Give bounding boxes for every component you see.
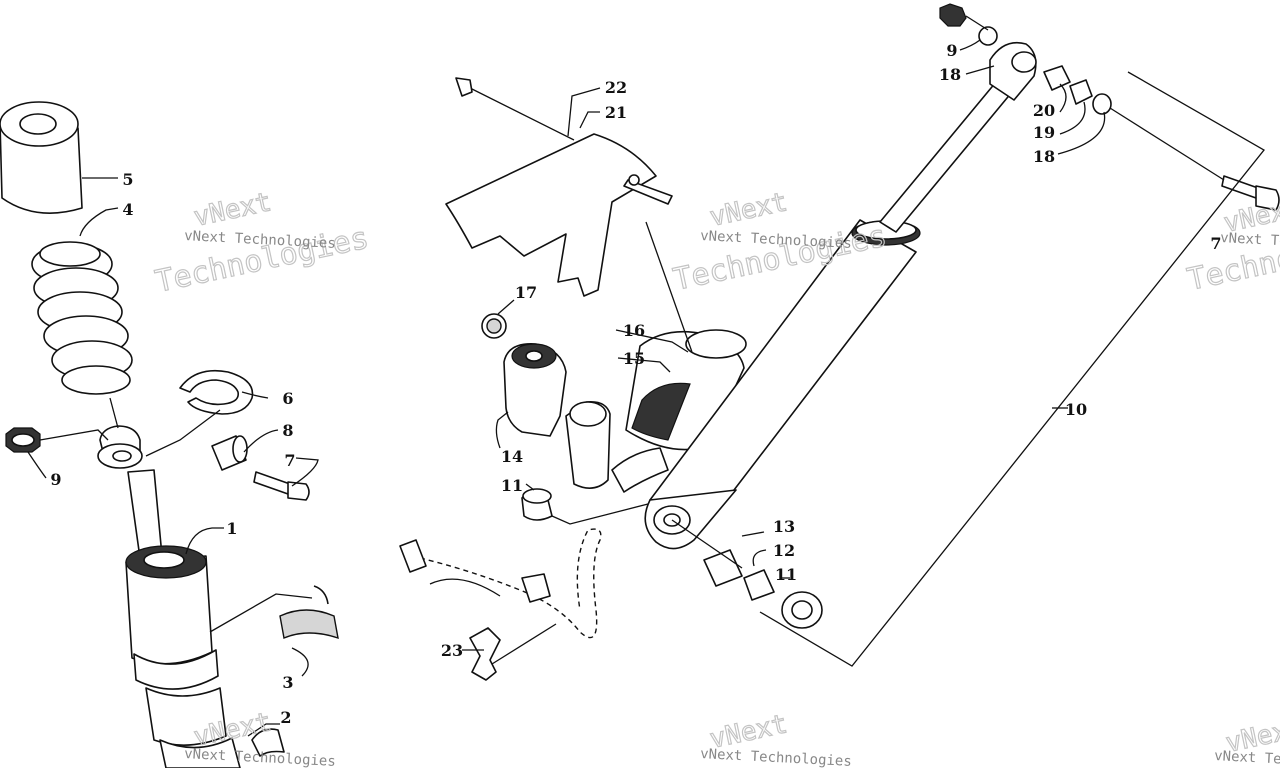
watermark-5: vNext vNext Technologies bbox=[700, 709, 852, 768]
callout-labels: 1 2 3 4 5 6 7 7 8 9 9 10 11 11 12 13 14 … bbox=[50, 41, 1221, 727]
callout-16: 16 bbox=[623, 321, 645, 340]
callout-11-middle: 11 bbox=[501, 476, 523, 495]
upper-eye-part-10 bbox=[989, 41, 1037, 101]
cable-part-22 bbox=[455, 77, 575, 141]
leader-lines-middle bbox=[462, 15, 1225, 665]
callout-13: 13 bbox=[773, 517, 795, 536]
reservoir-clamp-part-14 bbox=[503, 343, 611, 489]
callout-14: 14 bbox=[501, 447, 523, 466]
bushing-part-11-right bbox=[781, 591, 823, 629]
callout-7-right: 7 bbox=[1210, 234, 1221, 253]
bracket-part-23 bbox=[469, 627, 501, 681]
preload-ring-part-2 bbox=[251, 728, 285, 757]
callout-3: 3 bbox=[282, 673, 293, 692]
leader-lines-left bbox=[27, 177, 319, 737]
spring-retainer-part-6 bbox=[179, 369, 254, 415]
callout-7-left: 7 bbox=[284, 451, 295, 470]
bushing-part-12 bbox=[743, 569, 775, 601]
callout-10: 10 bbox=[1065, 400, 1087, 419]
boot-part-5 bbox=[0, 101, 83, 214]
watermark-text: vNext Technologies bbox=[184, 746, 336, 768]
bolt-part-7-left bbox=[253, 471, 310, 501]
watermark-text: vNext Technologies bbox=[700, 746, 852, 768]
callout-12: 12 bbox=[773, 541, 795, 560]
callout-21: 21 bbox=[605, 103, 627, 122]
shock-shaft-part-1 bbox=[127, 469, 163, 559]
watermark-text: vNext Technologies bbox=[1214, 748, 1280, 768]
callout-8: 8 bbox=[282, 421, 293, 440]
callout-23: 23 bbox=[441, 641, 463, 660]
watermark-outline-vnext: vNext bbox=[191, 187, 274, 233]
washers-parts-18-19-20 bbox=[978, 26, 1112, 115]
shock-shaft-part-10 bbox=[879, 81, 1013, 233]
watermark-text: vNext Technologies bbox=[184, 228, 336, 252]
watermark-text: vNext Technologies bbox=[700, 228, 852, 252]
bracket-line-part-10 bbox=[759, 71, 1265, 667]
nut-part-9-right bbox=[939, 3, 967, 27]
bolt-part-7-right bbox=[1221, 175, 1280, 211]
callout-18-bottom: 18 bbox=[1033, 147, 1055, 166]
bushing-part-8 bbox=[211, 435, 248, 471]
watermark-3: vNext Technologies vNext Technologies bbox=[1184, 193, 1280, 299]
callout-9-right: 9 bbox=[946, 41, 957, 60]
callout-17: 17 bbox=[515, 283, 537, 302]
callout-11-right: 11 bbox=[775, 565, 797, 584]
spring-part-4 bbox=[31, 241, 133, 395]
callout-4: 4 bbox=[122, 200, 133, 219]
callout-20: 20 bbox=[1033, 101, 1055, 120]
nut-part-9-left bbox=[5, 427, 41, 453]
watermark-outline-vnext: vNext bbox=[707, 187, 790, 233]
callout-22: 22 bbox=[605, 78, 627, 97]
callout-5: 5 bbox=[122, 170, 133, 189]
shock-body-part-1 bbox=[125, 545, 241, 768]
harness-part-23 bbox=[399, 528, 602, 639]
reservoir-cap-part-17 bbox=[481, 313, 507, 339]
callout-1: 1 bbox=[226, 519, 237, 538]
bushing-part-11-middle bbox=[521, 488, 553, 521]
watermark-6: vNext vNext Technologies bbox=[1214, 713, 1280, 768]
shield-part-21 bbox=[445, 133, 673, 297]
callout-15: 15 bbox=[623, 349, 645, 368]
callout-18-top: 18 bbox=[939, 65, 961, 84]
callout-2: 2 bbox=[280, 708, 291, 727]
callout-6: 6 bbox=[282, 389, 293, 408]
decal-part-3 bbox=[279, 585, 339, 640]
lower-eye-part-1 bbox=[97, 425, 143, 469]
watermark-1: vNext Technologies vNext Technologies bbox=[152, 187, 372, 301]
callout-9-left: 9 bbox=[50, 470, 61, 489]
callout-19: 19 bbox=[1033, 123, 1055, 142]
hose-part-16 bbox=[611, 447, 669, 493]
